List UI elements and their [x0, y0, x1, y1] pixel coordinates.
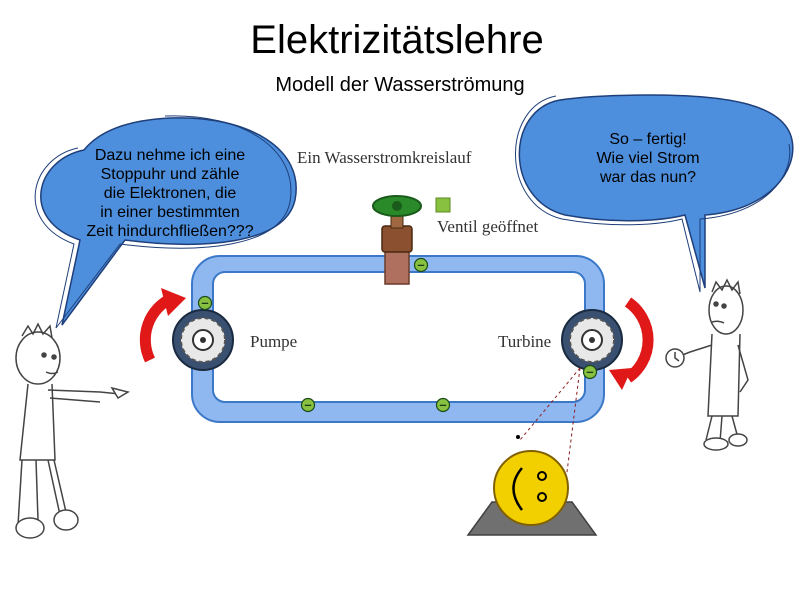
left-bubble-line: Dazu nehme ich eine	[94, 147, 246, 164]
electron: –	[582, 364, 598, 380]
svg-text:–: –	[201, 295, 208, 310]
valve-label: Ventil geöffnet	[437, 217, 538, 236]
right-bubble-line: Wie viel Strom	[596, 150, 700, 167]
right-bubble-line: So – fertig!	[609, 131, 687, 148]
svg-text:–: –	[439, 397, 446, 412]
left-bubble-line: die Elektronen, die	[103, 185, 237, 202]
electron: –	[197, 295, 213, 311]
electron: –	[300, 397, 316, 413]
left-bubble-line: in einer bestimmten	[100, 204, 240, 221]
diagram-heading: Ein Wasserstromkreislauf	[297, 148, 472, 167]
valve	[372, 195, 422, 285]
left-speech-bubble	[34, 115, 297, 329]
electron: –	[413, 257, 429, 273]
page-subtitle: Modell der Wasserströmung	[275, 74, 525, 96]
page-title: Elektrizitätslehre	[250, 18, 544, 62]
pump-label: Pumpe	[250, 332, 297, 351]
right-bubble-line: war das nun?	[599, 169, 697, 186]
left-bubble-line: Stoppuhr und zähle	[100, 166, 240, 183]
svg-text:–: –	[417, 257, 424, 272]
left-bubble-text: Dazu nehme ich eine Stoppuhr und zähle d…	[52, 146, 288, 241]
svg-text:–: –	[586, 364, 593, 379]
connection-dot	[516, 435, 520, 439]
electron: –	[435, 397, 451, 413]
right-speech-bubble	[515, 94, 794, 293]
right-person-figure	[665, 278, 749, 451]
pump	[139, 288, 234, 371]
left-bubble-line: Zeit hindurchfließen???	[86, 223, 254, 240]
turbine-label: Turbine	[498, 332, 551, 351]
right-bubble-text: So – fertig! Wie viel Strom war das nun?	[568, 130, 728, 187]
left-person-figure	[15, 322, 130, 539]
connection-line	[565, 367, 581, 481]
valve-indicator	[435, 197, 451, 213]
connection-line	[519, 367, 581, 441]
turbine	[561, 297, 654, 390]
svg-text:–: –	[304, 397, 311, 412]
lamp-smiley	[466, 450, 598, 536]
